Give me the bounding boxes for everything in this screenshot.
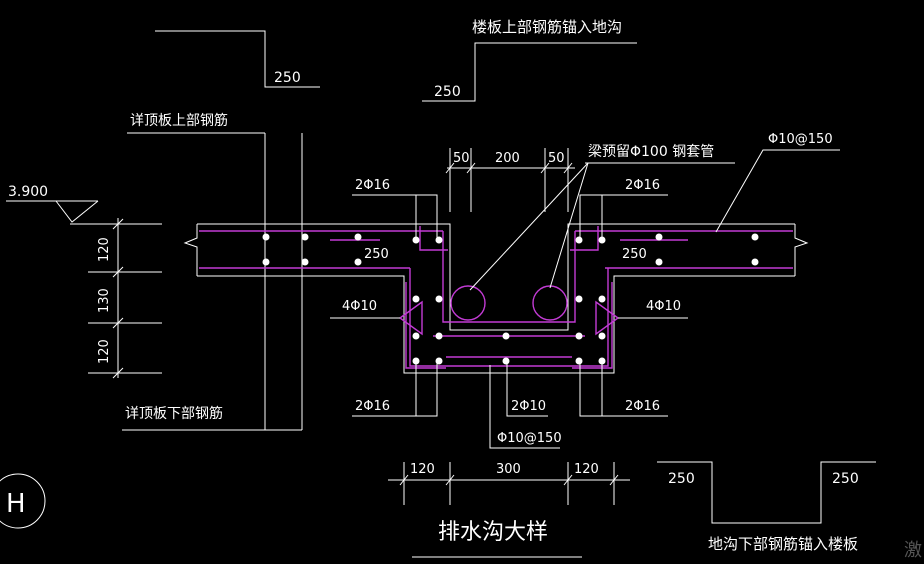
bottom-anchor-note: 地沟下部钢筋锚入楼板 <box>708 535 858 553</box>
callout-slab-250-left: 250 <box>364 247 389 262</box>
callout-top-right-2phi16: 2Φ16 <box>625 178 660 193</box>
dim-left-120-bottom: 120 <box>97 339 112 364</box>
callout-bottom-left-2phi16: 2Φ16 <box>355 399 390 414</box>
callout-phi10-150-trench: Φ10@150 <box>497 431 562 446</box>
elevation-label: 3.900 <box>8 184 48 200</box>
anchor-dim-250-a: 250 <box>274 70 301 86</box>
concrete-outline <box>183 223 809 374</box>
rebar-dots <box>262 233 759 365</box>
axis-label: H <box>6 489 26 519</box>
dim-left-120-top: 120 <box>97 237 112 262</box>
dim-bottom-120-left: 120 <box>410 462 435 477</box>
dim-top-50-left: 50 <box>453 151 470 166</box>
dim-left-130: 130 <box>97 288 112 313</box>
detail-top-slab-lower-label: 详顶板下部钢筋 <box>125 405 223 422</box>
left-dimension-chain: 120 130 120 <box>70 218 162 379</box>
callout-left-4phi10: 4Φ10 <box>342 299 377 314</box>
detail-title: 排水沟大样 <box>438 520 548 545</box>
dim-bottom-120-right: 120 <box>574 462 599 477</box>
rebar-lines <box>199 226 793 369</box>
rebar-callouts: 2Φ16 2Φ16 Φ10@150 250 250 4Φ10 4Φ10 2Φ16… <box>330 132 840 449</box>
anchor-detail-top-right: 楼板上部钢筋锚入地沟 250 <box>422 18 637 102</box>
callout-slab-250-right: 250 <box>622 247 647 262</box>
callout-top-left-2phi16: 2Φ16 <box>355 178 390 193</box>
anchor-detail-bottom: 250 250 地沟下部钢筋锚入楼板 <box>657 461 876 553</box>
top-dimension-chain: 50 200 50 <box>445 148 575 212</box>
sleeve-pipe-right <box>532 285 568 321</box>
axis-bubble <box>0 473 46 529</box>
callout-phi10-150-slab: Φ10@150 <box>768 132 833 147</box>
anchor-detail-top-left: 250 <box>155 30 320 88</box>
sleeve-note-group: 梁预留Φ100 钢套管 <box>469 144 735 291</box>
sleeve-pipe-left <box>450 285 486 321</box>
bottom-dimension-chain: 120 300 120 <box>388 462 630 505</box>
anchor-dim-250-c: 250 <box>668 471 695 487</box>
anchor-dim-250-d: 250 <box>832 471 859 487</box>
dim-top-50-right: 50 <box>548 151 565 166</box>
callout-right-4phi10: 4Φ10 <box>646 299 681 314</box>
detail-top-slab-upper-label: 详顶板上部钢筋 <box>130 112 228 129</box>
callout-bottom-mid-2phi10: 2Φ10 <box>511 399 546 414</box>
watermark-fragment: 激 <box>904 540 922 561</box>
sleeve-note: 梁预留Φ100 钢套管 <box>588 144 714 160</box>
anchor-dim-250-b: 250 <box>434 84 461 100</box>
elevation-marker: 3.900 <box>6 184 99 223</box>
top-anchor-note: 楼板上部钢筋锚入地沟 <box>472 18 622 36</box>
dim-top-200: 200 <box>495 151 520 166</box>
dim-bottom-300: 300 <box>496 462 521 477</box>
callout-bottom-right-2phi16: 2Φ16 <box>625 399 660 414</box>
